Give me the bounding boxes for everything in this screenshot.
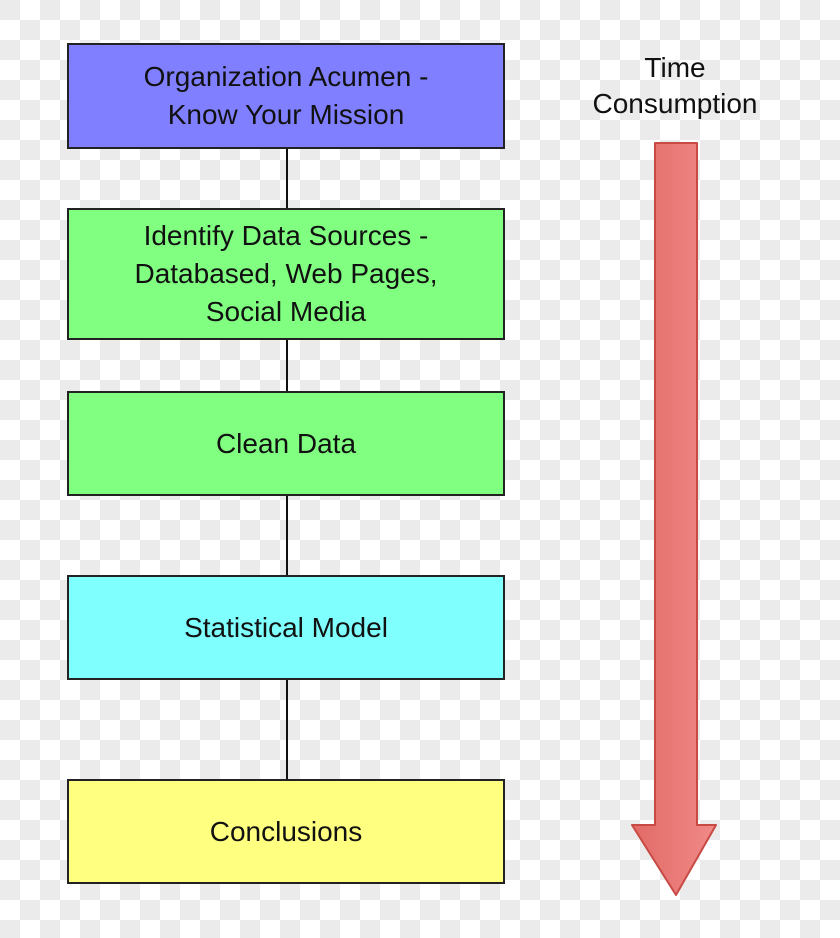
step-label-line: Clean Data xyxy=(215,427,357,459)
step-clean-data: Clean Data xyxy=(67,391,505,496)
connector-line xyxy=(286,340,288,391)
connector-line xyxy=(286,149,288,208)
step-label-line: Conclusions xyxy=(209,815,363,847)
step-label-line: Databased, Web Pages, xyxy=(134,258,438,289)
step-conclusions: Conclusions xyxy=(67,779,505,884)
time-consumption-label: Time Consumption xyxy=(560,50,790,122)
step-organization-acumen: Organization Acumen - Know Your Mission xyxy=(67,43,505,149)
step-statistical-model: Statistical Model xyxy=(67,575,505,680)
step-label-line: Statistical Model xyxy=(184,611,388,643)
arrow-down-icon xyxy=(631,142,717,896)
step-label-line: Social Media xyxy=(205,296,367,327)
step-label-line: Identify Data Sources - xyxy=(143,220,429,251)
time-label-line: Consumption xyxy=(592,88,758,119)
time-label-line: Time xyxy=(644,52,706,83)
step-label-line: Know Your Mission xyxy=(167,99,405,130)
connector-line xyxy=(286,496,288,575)
step-identify-data-sources: Identify Data Sources - Databased, Web P… xyxy=(67,208,505,340)
step-label-line: Organization Acumen - xyxy=(143,61,429,92)
connector-line xyxy=(286,680,288,779)
